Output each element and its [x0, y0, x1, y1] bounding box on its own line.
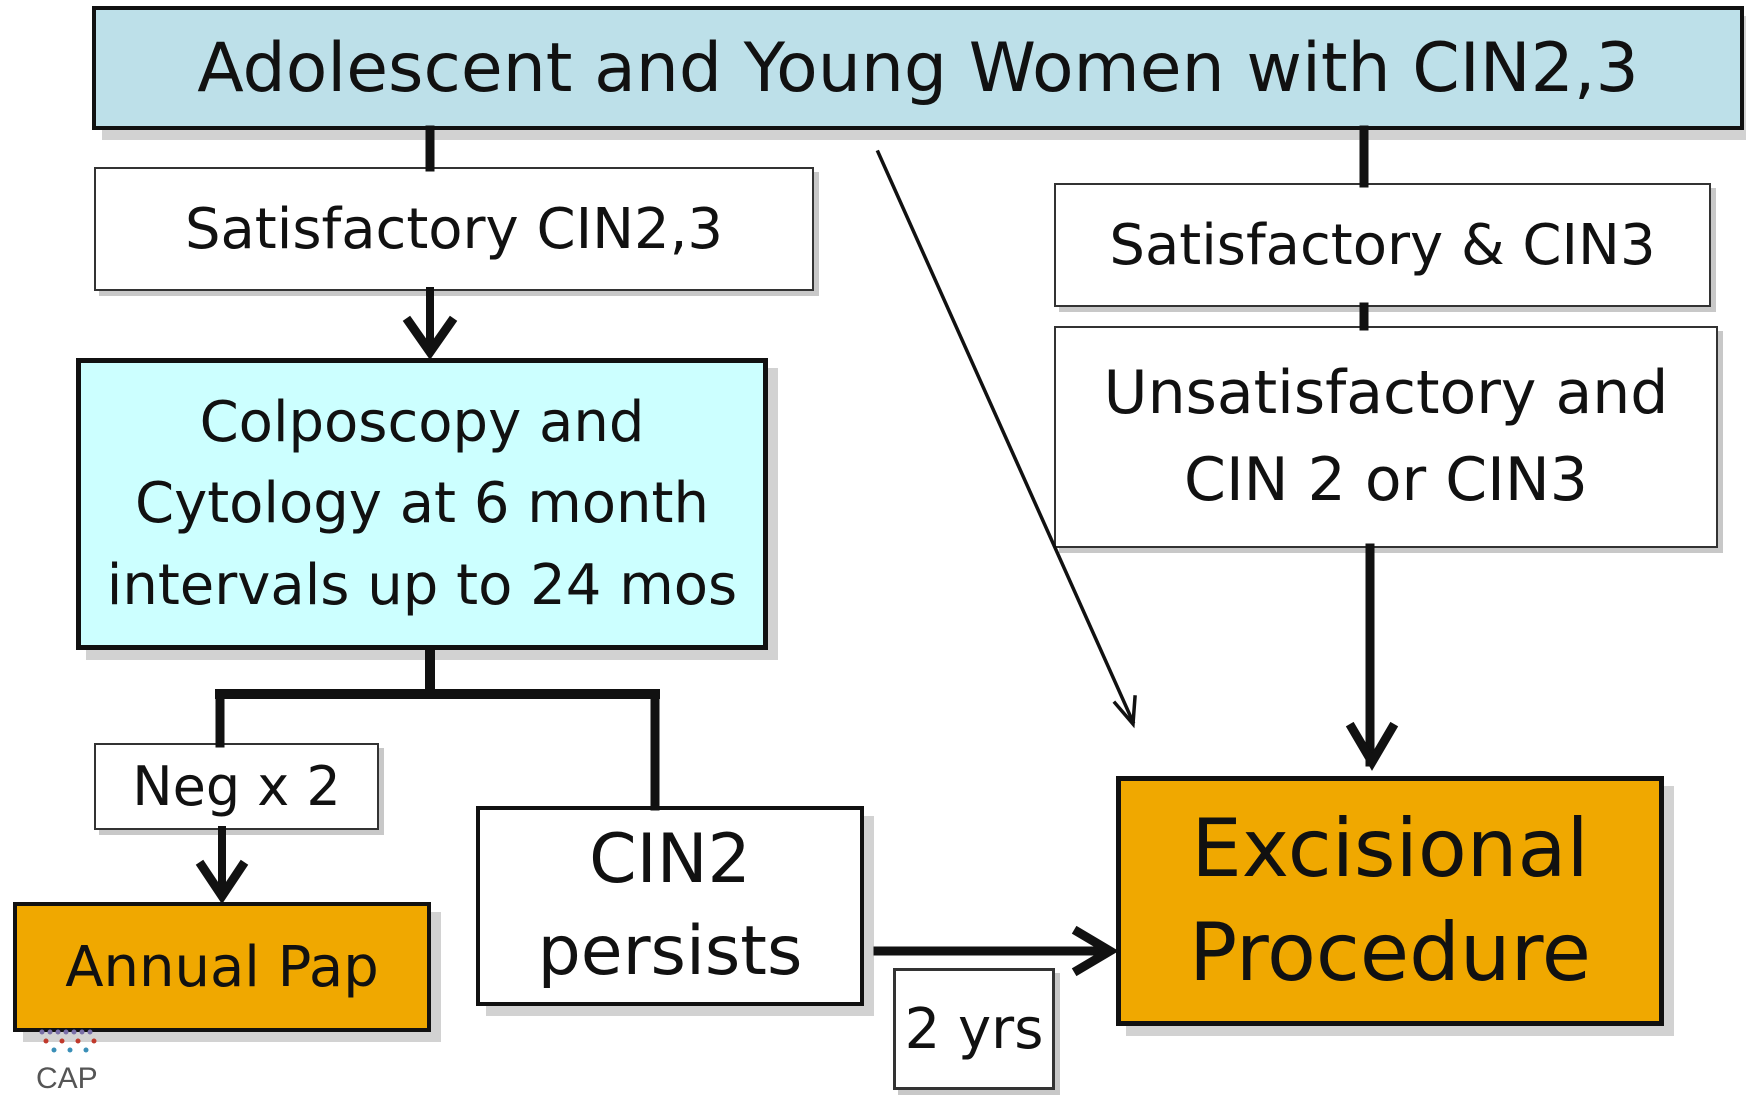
cap-logo-text: CAP [36, 1062, 98, 1092]
cin2-persists-label: CIN2 persists [537, 820, 803, 991]
colposcopy-label: Colposcopy and Cytology at 6 month inter… [106, 390, 738, 618]
title-box: Adolescent and Young Women with CIN2,3 [92, 6, 1744, 130]
colposcopy-box: Colposcopy and Cytology at 6 month inter… [76, 358, 768, 650]
excisional-label: Excisional Procedure [1189, 802, 1591, 999]
unsatisfactory-label: Unsatisfactory and CIN 2 or CIN3 [1103, 358, 1669, 515]
unsatisfactory-box: Unsatisfactory and CIN 2 or CIN3 [1054, 326, 1718, 548]
cap-logo: CAP [36, 1028, 106, 1096]
satisfactory-cin23-label: Satisfactory CIN2,3 [184, 196, 724, 262]
neg-x2-box: Neg x 2 [94, 743, 379, 830]
arrowhead-diagonal [1112, 695, 1137, 729]
title-text: Adolescent and Young Women with CIN2,3 [197, 28, 1639, 108]
connector-diagonal [875, 149, 1136, 725]
excisional-box: Excisional Procedure [1116, 776, 1664, 1026]
satisfactory-cin3-box: Satisfactory & CIN3 [1054, 183, 1711, 307]
cap-logo-dots: CAP [36, 1029, 98, 1095]
neg-x2-label: Neg x 2 [132, 755, 341, 818]
annual-pap-label: Annual Pap [65, 934, 379, 1000]
arrowhead-pap [195, 859, 249, 905]
arrowhead-excisional-left [1071, 925, 1119, 977]
cin2-persists-box: CIN2 persists [476, 806, 864, 1006]
two-years-label: 2 yrs [904, 996, 1044, 1062]
arrowhead-excisional-top [1345, 721, 1399, 771]
satisfactory-cin23-box: Satisfactory CIN2,3 [94, 167, 814, 291]
arrowhead-colpo [402, 315, 458, 360]
annual-pap-box: Annual Pap [13, 902, 431, 1032]
two-years-box: 2 yrs [893, 968, 1055, 1090]
satisfactory-cin3-label: Satisfactory & CIN3 [1109, 212, 1656, 278]
